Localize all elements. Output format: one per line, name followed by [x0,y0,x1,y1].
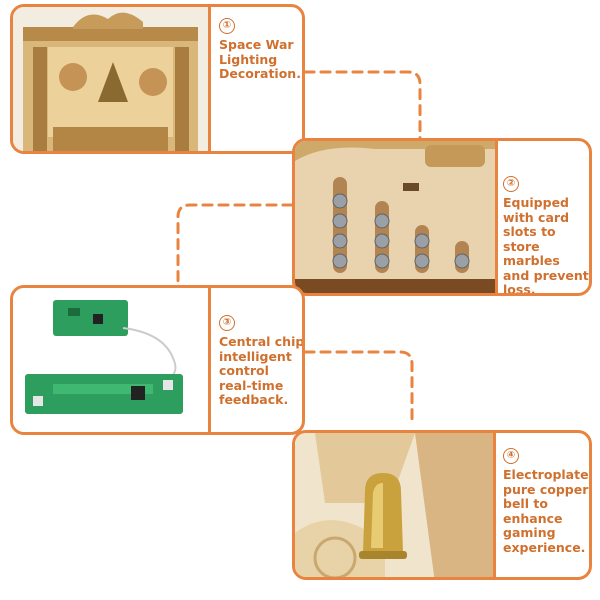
feature-text-1: ① Space War Lighting Decoration. [219,17,302,82]
feature-number-2: ② [503,176,519,192]
feature-line: control [219,363,269,378]
feature-line: with card [503,209,570,225]
feature-number-3: ③ [219,315,235,331]
feature-line: feedback. [219,392,289,407]
marble-slots-photo [295,141,495,293]
feature-line: real-time [219,377,284,393]
feature-line: enhance [503,510,563,526]
card-divider [208,288,211,432]
feature-line: bell to [503,496,548,511]
feature-line: slots to [503,224,556,239]
connector-3-4 [303,350,414,422]
feature-card-1: ① Space War Lighting Decoration. [10,4,305,154]
feature-text-2: ② Equipped with card slots to store marb… [503,175,589,296]
feature-line: Central chip [219,334,305,349]
feature-line: and prevent [503,267,589,283]
connector-2-3 [176,203,294,284]
feature-card-3: ③ Central chip intelligent control real-… [10,285,305,435]
circuit-board-photo [13,288,208,432]
card-divider [493,433,496,577]
feature-text-3: ③ Central chip intelligent control real-… [219,314,305,408]
feature-number-1: ① [219,18,235,34]
card-divider [495,141,498,293]
feature-line: Lighting [219,51,278,67]
feature-line: Electroplated [503,467,592,482]
feature-line: Equipped [503,195,569,210]
feature-line: gaming [503,525,556,540]
feature-line: store marbles [503,238,560,268]
card-divider [208,7,211,151]
feature-line: pure copper [503,481,589,497]
lighting-decoration-photo [13,7,208,151]
feature-card-4: ④ Electroplated pure copper bell to enha… [292,430,592,580]
connector-1-2 [303,70,422,140]
feature-number-4: ④ [503,448,519,464]
copper-bell-photo [295,433,493,577]
feature-card-2: ② Equipped with card slots to store marb… [292,138,592,296]
feature-text-4: ④ Electroplated pure copper bell to enha… [503,447,592,555]
feature-line: experience. [503,539,586,555]
feature-line: intelligent [219,348,292,364]
feature-line: Decoration. [219,66,301,81]
feature-line: loss. [503,282,536,296]
feature-line: Space War [219,37,294,52]
